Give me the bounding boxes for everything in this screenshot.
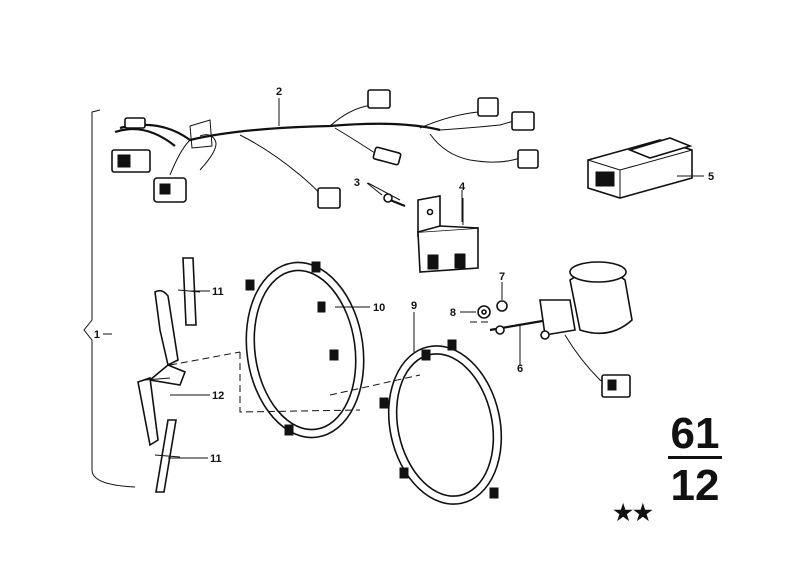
wiring-harness	[111, 89, 539, 209]
callout-8: 8	[450, 307, 456, 319]
lever-part-12	[137, 289, 187, 447]
headlamp-ring-part-10	[245, 261, 365, 439]
washer-part-8	[477, 305, 491, 319]
callout-7: 7	[499, 271, 505, 283]
motor-part-6	[489, 261, 633, 398]
group-sub-number: 12	[671, 461, 720, 510]
group-main-number: 61	[671, 409, 720, 458]
callout-11-upper: 11	[212, 286, 224, 298]
callout-5: 5	[708, 171, 714, 183]
callout-11-lower: 11	[210, 453, 222, 465]
callout-1: 1	[94, 329, 100, 341]
star-rating: ★★	[613, 500, 653, 525]
screw-part-3	[367, 182, 406, 208]
callout-2: 2	[276, 86, 282, 98]
spring-clip-part-11-upper	[177, 257, 201, 326]
callout-4: 4	[459, 181, 466, 193]
leader-lines	[103, 98, 704, 459]
relay-part-4	[417, 195, 479, 273]
spring-clip-part-11-lower	[154, 419, 181, 493]
alignment-lines	[169, 321, 490, 413]
callout-10: 10	[373, 302, 385, 314]
headlamp-ring-part-9	[379, 339, 503, 505]
callout-9: 9	[411, 300, 417, 312]
control-unit-part-5	[587, 137, 693, 199]
group-number: 61 12 ★★	[613, 409, 722, 525]
assembly-bracket	[83, 109, 136, 488]
callout-3: 3	[354, 177, 360, 189]
callout-6: 6	[517, 363, 523, 375]
callout-12: 12	[212, 390, 224, 402]
